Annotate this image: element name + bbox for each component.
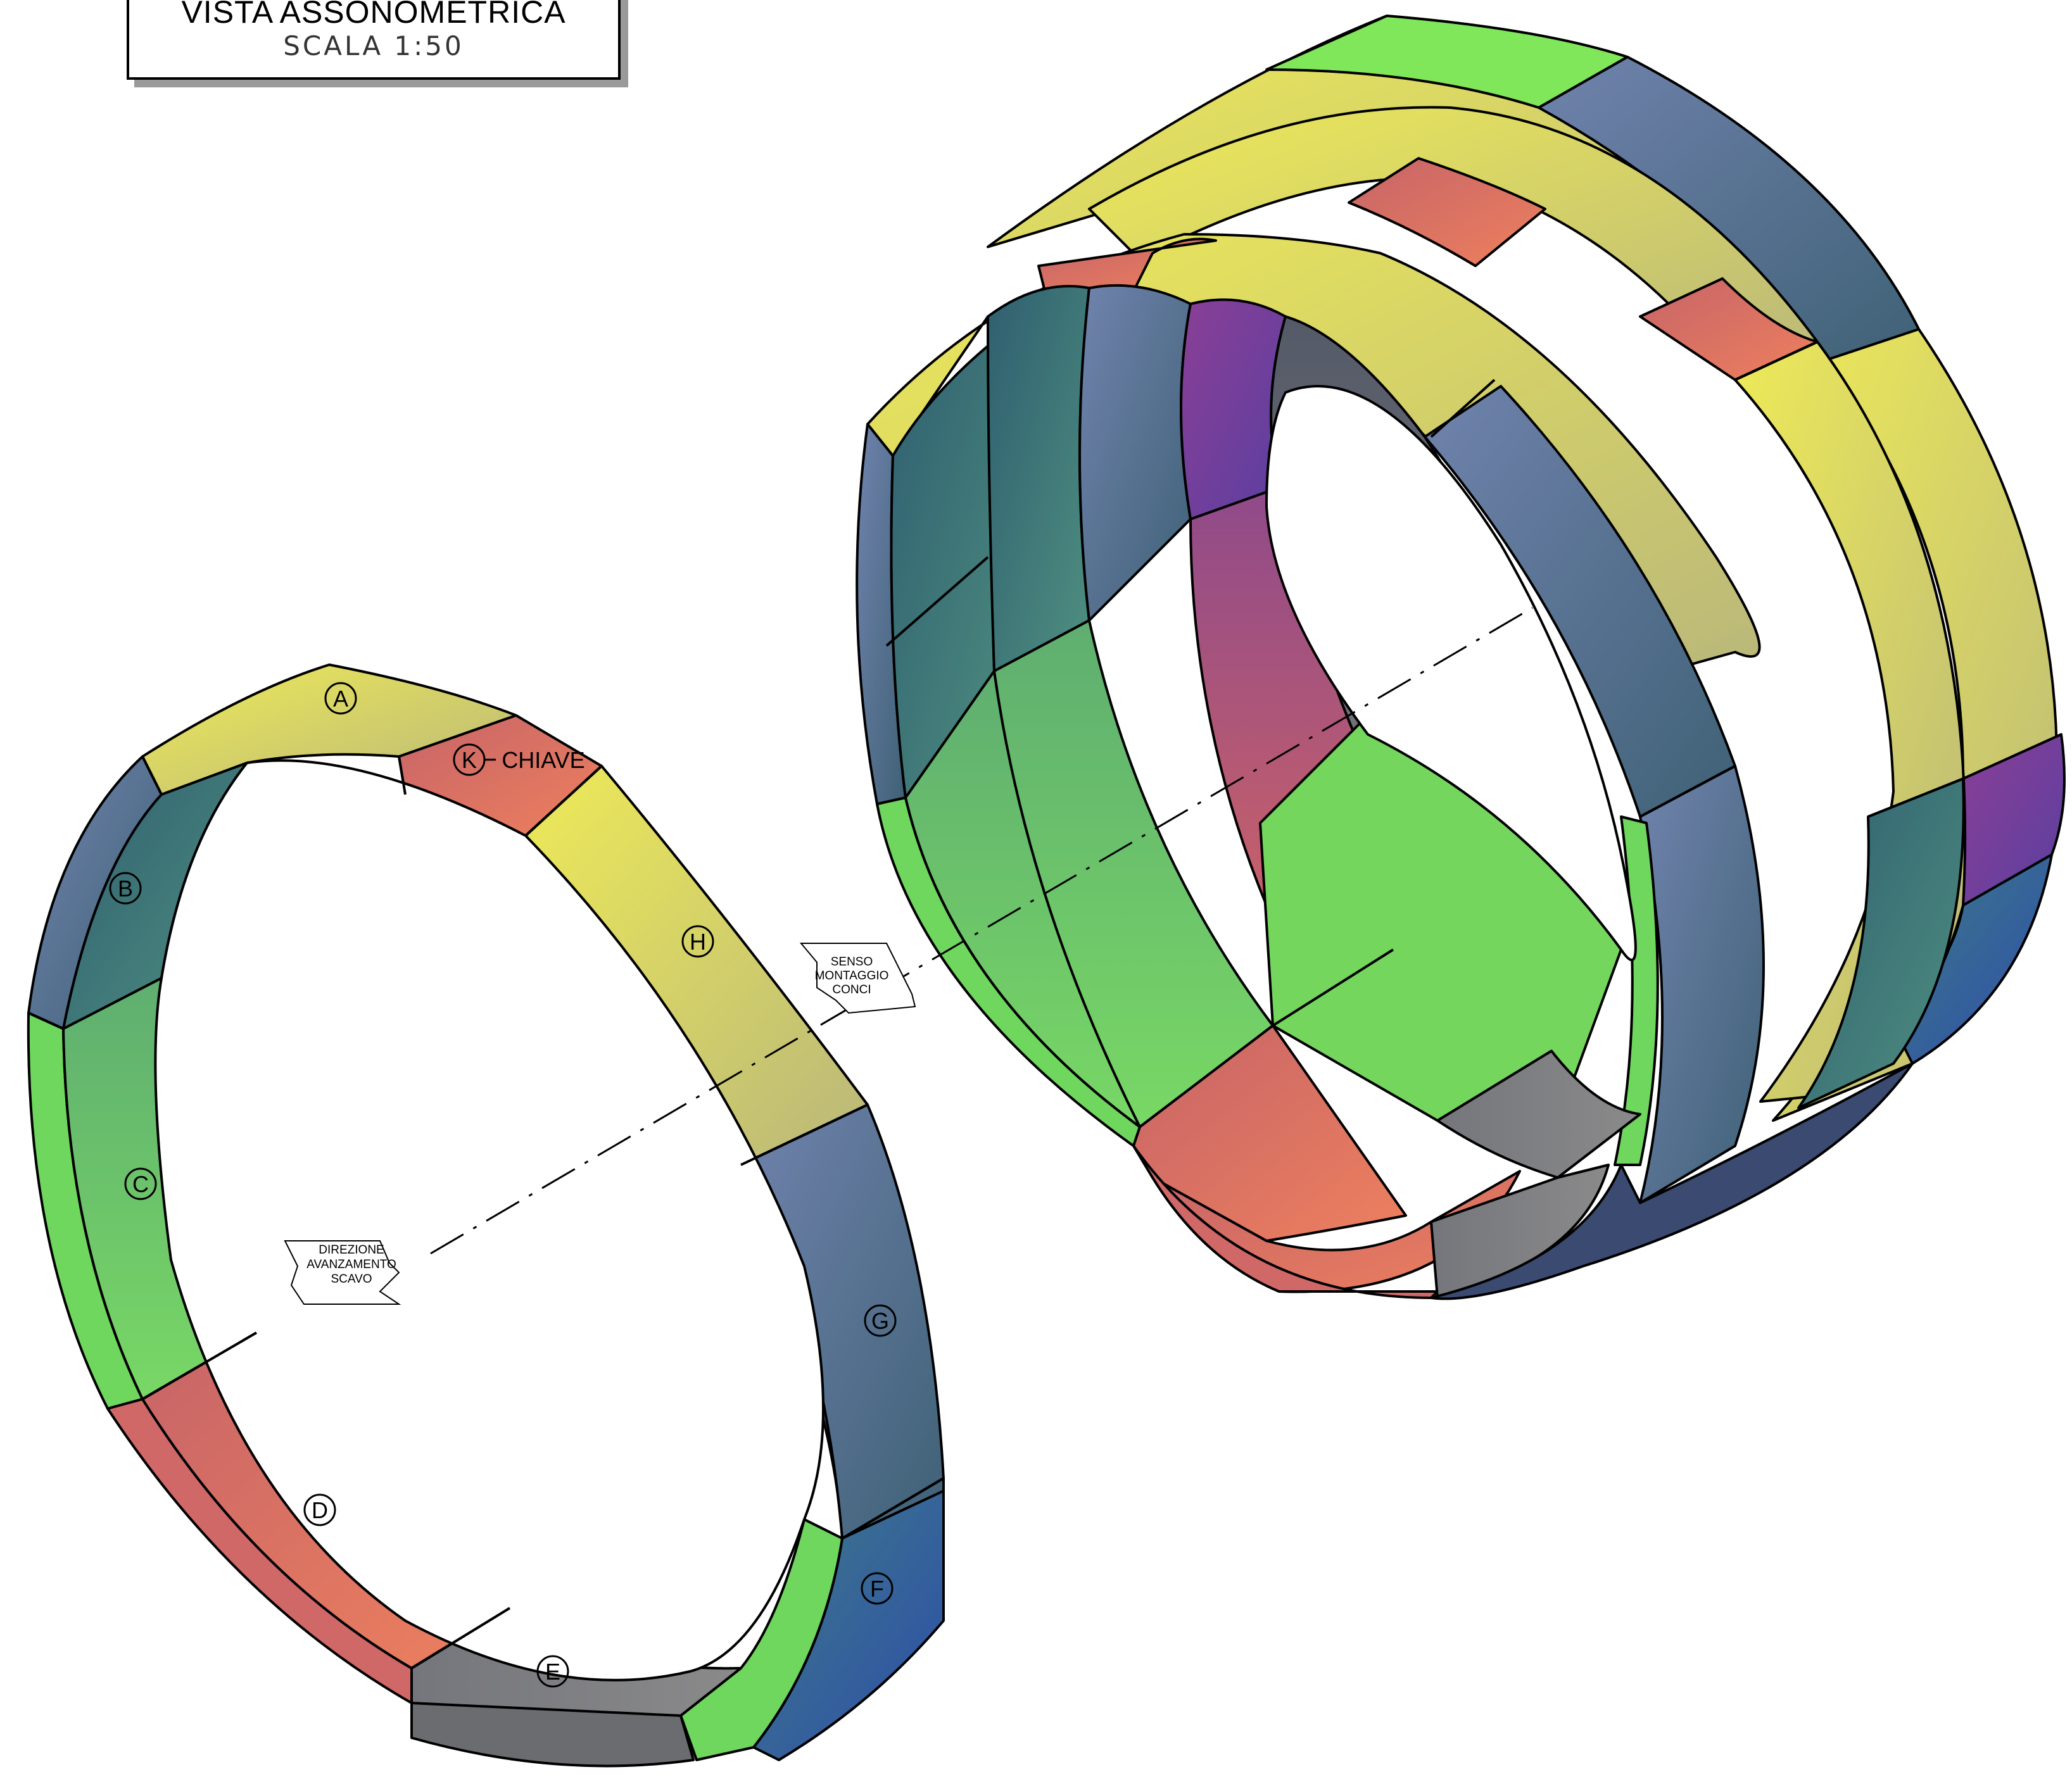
ring-band-f-green [679,1518,843,1761]
excavation-line-2: AVANZAMENTO [306,1258,396,1271]
sep-c-d [141,1331,258,1400]
label-circle-e [536,1655,569,1688]
sep-e-f [679,1715,698,1761]
single-ring [27,663,945,1768]
assembly-front-red [1037,237,1217,292]
label-circle-f [861,1572,894,1605]
sep-k-h [524,765,603,837]
assembly-left-blue2 [1078,284,1192,622]
assembly-mid-top [1088,106,1819,381]
label-circle-b [109,872,142,905]
assembly-low-red [1132,1024,1407,1242]
ring-assembly [856,15,2066,1300]
label-h: H [690,929,706,955]
ring-band-e-front [410,1702,695,1768]
asm-sep-6 [1272,948,1394,1027]
segment-labels [109,682,897,1688]
label-g: G [871,1308,889,1334]
assembly-line-3: CONCI [832,983,871,996]
sep-a-b [141,756,163,795]
assembly-back-right-purple [1962,733,2066,907]
assembly-line-1: SENSO [831,955,873,969]
excavation-line-1: DIREZIONE [319,1243,384,1257]
sep-b-c [28,1012,64,1030]
label-circle-d [303,1493,336,1526]
assembly-axis [430,606,1533,1255]
excavation-flag: DIREZIONE AVANZAMENTO SCAVO [284,1240,401,1305]
label-d: D [312,1497,328,1523]
assembly-low-grey [1436,1050,1641,1179]
assembly-mid-right-blue [1797,777,1965,1109]
asm-sep-5 [1867,777,1964,818]
assembly-flag: SENSO MONTAGGIO CONCI [799,943,916,1014]
assembly-mid-red [1348,157,1546,267]
label-circle-c [124,1167,157,1200]
sep-a-k [398,756,407,795]
ring-band-a [141,663,517,796]
title-block: VISTA ASSONOMETRICA SCALA 1:50 [127,0,621,80]
ring-hole [154,759,824,1681]
assembly-hole [1265,385,1637,962]
label-circle-h [681,925,714,958]
asm-sep-4 [1734,341,1818,381]
label-f: F [870,1576,884,1602]
label-k: K [462,747,477,773]
segment-letters: A B C D E F G H K CHIAVE [118,686,889,1685]
label-c: C [132,1171,149,1197]
asm-sep-1 [885,556,989,647]
sep-g-f [841,1477,945,1540]
sep-d-e [410,1607,511,1669]
assembly-low-front-red [1132,1145,1439,1299]
sep-h-g [740,1103,868,1166]
label-a: A [333,686,348,712]
excavation-line-3: SCAVO [331,1273,372,1286]
assembly-front-right-blue2 [1639,765,1765,1204]
label-e: E [545,1659,560,1685]
key-label: CHIAVE [502,747,584,773]
label-circle-a [324,682,357,715]
excavation-flag-outline [284,1240,401,1305]
label-circle-g [864,1304,897,1337]
asm-sep-3 [1639,765,1736,818]
assembly-low-bottom [1430,1062,1914,1300]
assembly-left-teal2 [987,285,1090,672]
asm-sep-2 [1430,379,1496,438]
drawing-title: VISTA ASSONOMETRICA [181,0,566,30]
assembly-line-2: MONTAGGIO [815,969,889,983]
drawing-scale: SCALA 1:50 [283,30,464,61]
assembly-flag-outline [799,943,916,1014]
axis-line [430,606,1533,1255]
label-b: B [118,876,133,902]
